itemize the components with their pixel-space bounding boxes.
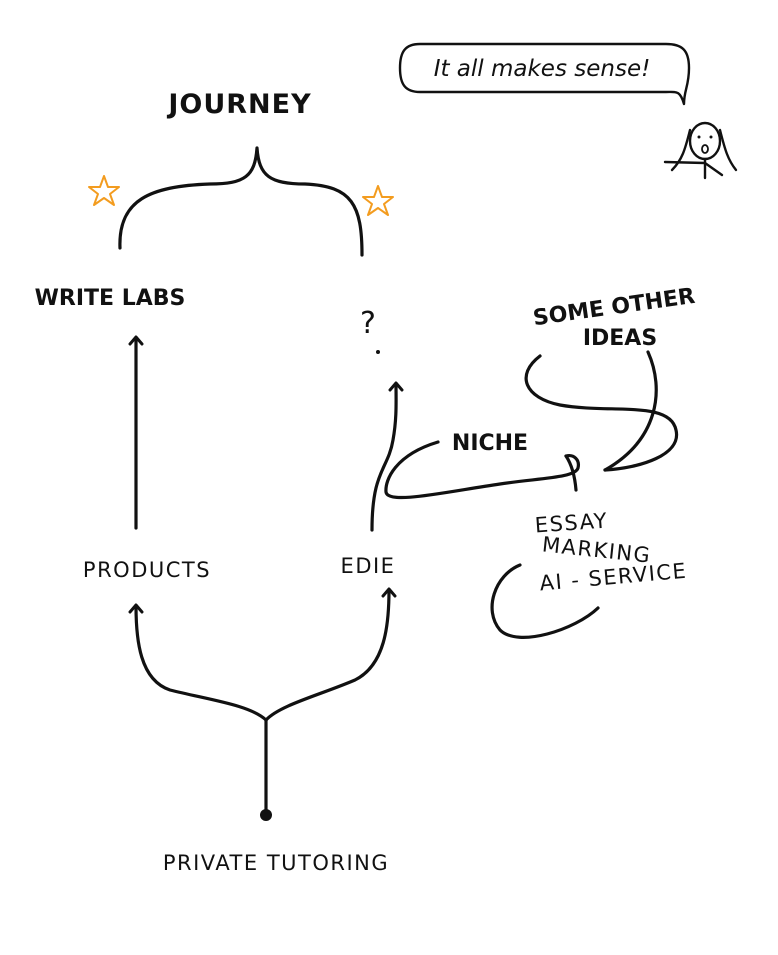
star-icon [362, 185, 394, 216]
products-label: PRODUCTS [83, 558, 211, 582]
some-other-ideas-line2: IDEAS [583, 326, 657, 351]
journey-brace [118, 146, 364, 257]
star-icon [88, 175, 120, 206]
tutoring-to-products-arrow [128, 603, 268, 722]
question-mark-label: ? [360, 306, 376, 341]
stick-figure-icon [663, 121, 738, 180]
some-other-ideas-line1: SOME OTHER [532, 284, 697, 331]
speech-bubble [398, 42, 691, 106]
essay-loop [490, 563, 600, 639]
edie-to-question-arrow [370, 381, 404, 532]
niche-label: NICHE [452, 431, 528, 456]
ideas-wave [524, 354, 679, 472]
private-tutoring-dot [260, 809, 272, 821]
edie-label: EDIE [341, 554, 396, 578]
tutoring-to-edie-arrow [264, 587, 397, 722]
diagram-title: JOURNEY [166, 89, 311, 120]
niche-loop [384, 440, 580, 500]
niche-to-essay-curve [564, 454, 578, 492]
private-tutoring-label: PRIVATE TUTORING [163, 851, 389, 875]
writelabs-label: WRITE LABS [35, 286, 186, 311]
question-dot [376, 350, 380, 354]
essay-line3: AI - SERVICE [539, 559, 689, 596]
speech-bubble-text: It all makes sense! [434, 56, 651, 82]
essay-line1: ESSAY [534, 508, 609, 537]
ideas-loop [603, 350, 658, 472]
